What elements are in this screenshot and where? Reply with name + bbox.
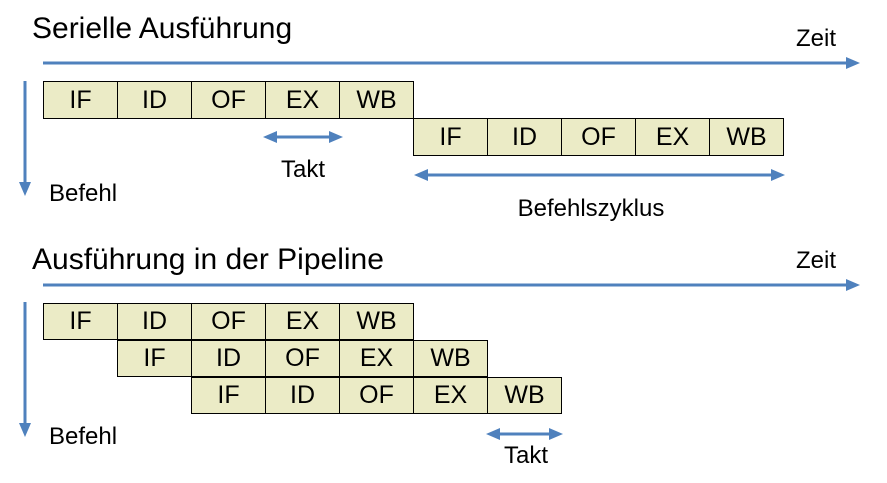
stage-cell: WB <box>339 304 413 339</box>
stage-cell: OF <box>265 341 339 376</box>
instruction-axis-label-pipeline: Befehl <box>49 423 118 450</box>
clock-label-serial: Takt <box>280 156 326 183</box>
stage-cell: OF <box>191 82 265 118</box>
time-axis-label-pipeline: Zeit <box>796 247 837 274</box>
stage-cell: OF <box>191 304 265 339</box>
instruction-axis-label-serial: Befehl <box>49 180 118 207</box>
stage-cell: EX <box>635 119 709 155</box>
section-title-serial: Serielle Ausführung <box>32 12 293 45</box>
stage-cell: ID <box>117 82 191 118</box>
serial-instruction2-row: IF ID OF EX WB <box>413 118 784 156</box>
stage-cell: IF <box>69 85 92 114</box>
clock-label-pipeline: Takt <box>503 442 549 469</box>
stage-cell: EX <box>413 378 487 413</box>
stage-cell: OF <box>339 378 413 413</box>
stage-cell: ID <box>265 378 339 413</box>
stage-cell: IF <box>143 344 166 372</box>
stage-cell: WB <box>413 341 487 376</box>
stage-cell: EX <box>339 341 413 376</box>
stage-cell: IF <box>217 381 240 409</box>
stage-cell: ID <box>191 341 265 376</box>
stage-cell: IF <box>439 122 462 151</box>
pipeline-instruction3-row: IF ID OF EX WB <box>191 377 562 414</box>
pipeline-instruction1-row: IF ID OF EX WB <box>43 303 414 340</box>
stage-cell: EX <box>265 304 339 339</box>
stage-cell: WB <box>709 119 783 155</box>
stage-cell: ID <box>487 119 561 155</box>
stage-cell: WB <box>487 378 561 413</box>
stage-cell: EX <box>265 82 339 118</box>
stage-cell: IF <box>69 307 92 335</box>
stage-cell: OF <box>561 119 635 155</box>
instruction-cycle-label: Befehlszyklus <box>517 195 665 222</box>
section-title-pipeline: Ausführung in der Pipeline <box>32 243 384 276</box>
stage-cell: ID <box>117 304 191 339</box>
stage-cell: WB <box>339 82 413 118</box>
time-axis-label-serial: Zeit <box>796 25 837 52</box>
serial-instruction1-row: IF ID OF EX WB <box>43 81 414 119</box>
pipeline-instruction2-row: IF ID OF EX WB <box>117 340 488 377</box>
